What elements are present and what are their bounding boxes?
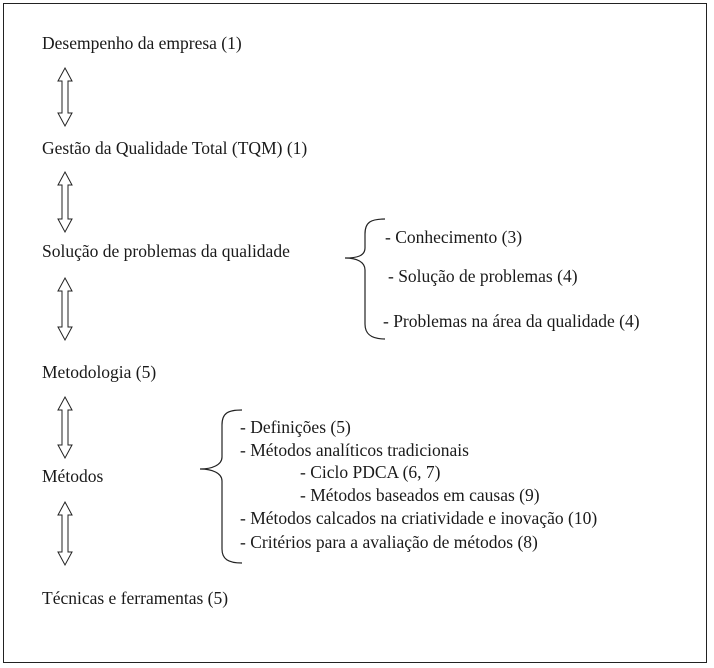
- diagram-frame: [3, 3, 707, 663]
- level-quality-problem-solving: Solução de problemas da qualidade: [42, 241, 290, 261]
- curly-brace-icon: [199, 409, 243, 564]
- methods-item-criteria: - Critérios para a avaliação de métodos …: [240, 532, 538, 552]
- level-methods: Métodos: [42, 466, 104, 486]
- methods-item-definitions: - Definições (5): [240, 417, 351, 437]
- curly-brace-icon: [344, 218, 386, 340]
- methods-item-traditional: - Métodos analíticos tradicionais: [240, 440, 469, 460]
- double-arrow-icon: [57, 66, 73, 128]
- level-techniques-tools: Técnicas e ferramentas (5): [42, 588, 229, 608]
- level-company-performance: Desempenho da empresa (1): [42, 33, 242, 53]
- problem-item-problem-solving: - Solução de problemas (4): [388, 266, 578, 286]
- level-methodology: Metodologia (5): [42, 362, 157, 382]
- problem-item-quality-area: - Problemas na área da qualidade (4): [383, 311, 640, 331]
- double-arrow-icon: [57, 276, 73, 342]
- double-arrow-icon: [57, 170, 73, 234]
- methods-item-causes: - Métodos baseados em causas (9): [300, 485, 540, 505]
- double-arrow-icon: [57, 500, 73, 567]
- methods-item-pdca: - Ciclo PDCA (6, 7): [300, 462, 441, 482]
- methods-item-creativity: - Métodos calcados na criatividade e ino…: [240, 508, 598, 528]
- level-tqm: Gestão da Qualidade Total (TQM) (1): [42, 138, 308, 158]
- problem-item-knowledge: - Conhecimento (3): [385, 227, 523, 247]
- double-arrow-icon: [57, 395, 73, 460]
